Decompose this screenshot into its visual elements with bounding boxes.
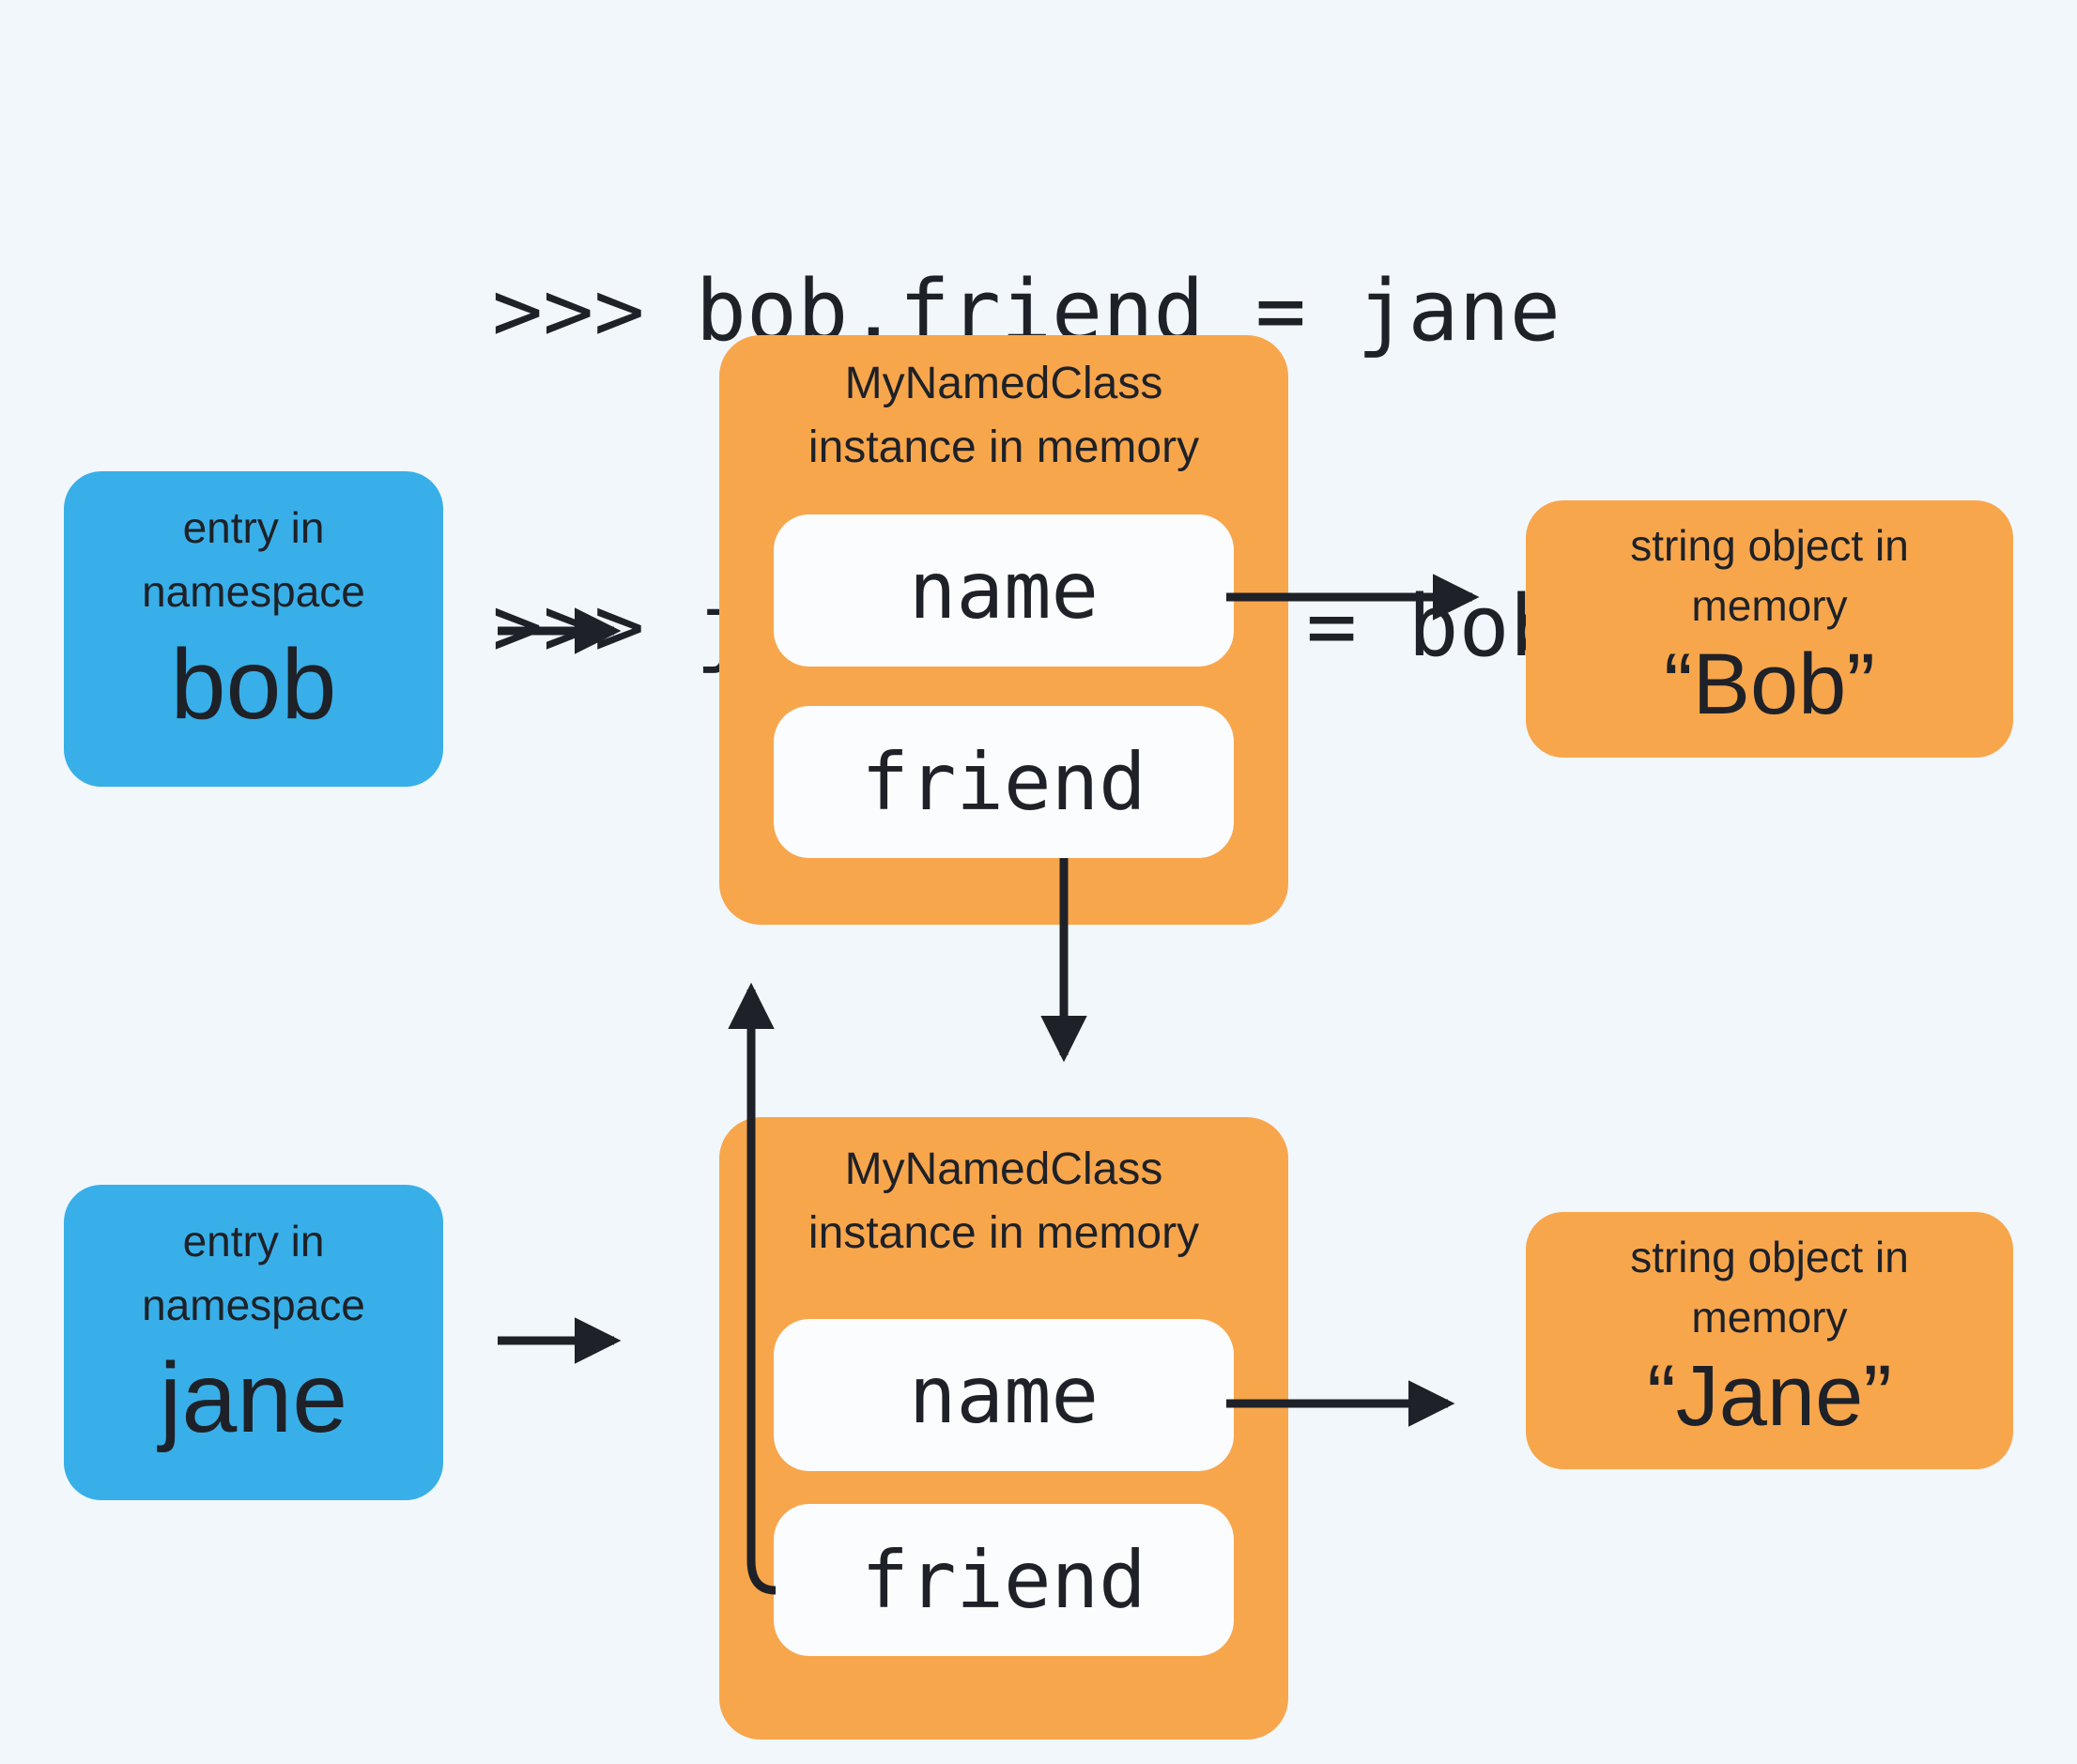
string-object-label-line1: string object in bbox=[1630, 1233, 1909, 1281]
namespace-entry-name: jane bbox=[159, 1342, 348, 1453]
instance-title-line1: MyNamedClass bbox=[844, 1144, 1163, 1194]
attribute-pill-name: name bbox=[774, 514, 1234, 667]
instance-box-bottom: MyNamedClass instance in memory name fri… bbox=[719, 1117, 1288, 1740]
namespace-entry-bob: entry in namespace bob bbox=[64, 471, 443, 787]
attribute-pill-friend: friend bbox=[774, 1504, 1234, 1656]
namespace-entry-jane: entry in namespace jane bbox=[64, 1185, 443, 1500]
string-object-jane: string object in memory “Jane” bbox=[1526, 1212, 2013, 1469]
string-object-label-line2: memory bbox=[1691, 1293, 1848, 1342]
instance-title: MyNamedClass instance in memory bbox=[808, 352, 1199, 480]
namespace-entry-name: bob bbox=[170, 629, 337, 740]
namespace-entry-label-line2: namespace bbox=[142, 1281, 365, 1329]
string-object-label: string object in memory bbox=[1630, 515, 1909, 636]
namespace-entry-label: entry in namespace bbox=[142, 1209, 365, 1337]
instance-title-line2: instance in memory bbox=[808, 422, 1200, 472]
instance-title-line2: instance in memory bbox=[808, 1208, 1200, 1258]
attribute-pill-friend: friend bbox=[774, 706, 1234, 858]
namespace-entry-label: entry in namespace bbox=[142, 496, 365, 623]
namespace-entry-label-line2: namespace bbox=[142, 567, 365, 616]
string-object-label: string object in memory bbox=[1630, 1227, 1909, 1347]
string-object-label-line1: string object in bbox=[1630, 521, 1909, 570]
attribute-pill-name: name bbox=[774, 1319, 1234, 1471]
instance-title: MyNamedClass instance in memory bbox=[808, 1138, 1199, 1265]
instance-title-line1: MyNamedClass bbox=[844, 359, 1163, 408]
string-object-value: “Bob” bbox=[1664, 637, 1875, 732]
string-object-value: “Jane” bbox=[1647, 1348, 1892, 1444]
string-object-bob: string object in memory “Bob” bbox=[1526, 500, 2013, 758]
namespace-entry-label-line1: entry in bbox=[182, 1217, 325, 1265]
string-object-label-line2: memory bbox=[1691, 581, 1848, 630]
code-line-1: >>> bob.friend = jane bbox=[492, 262, 1561, 360]
namespace-entry-label-line1: entry in bbox=[182, 503, 325, 552]
instance-box-top: MyNamedClass instance in memory name fri… bbox=[719, 335, 1288, 925]
